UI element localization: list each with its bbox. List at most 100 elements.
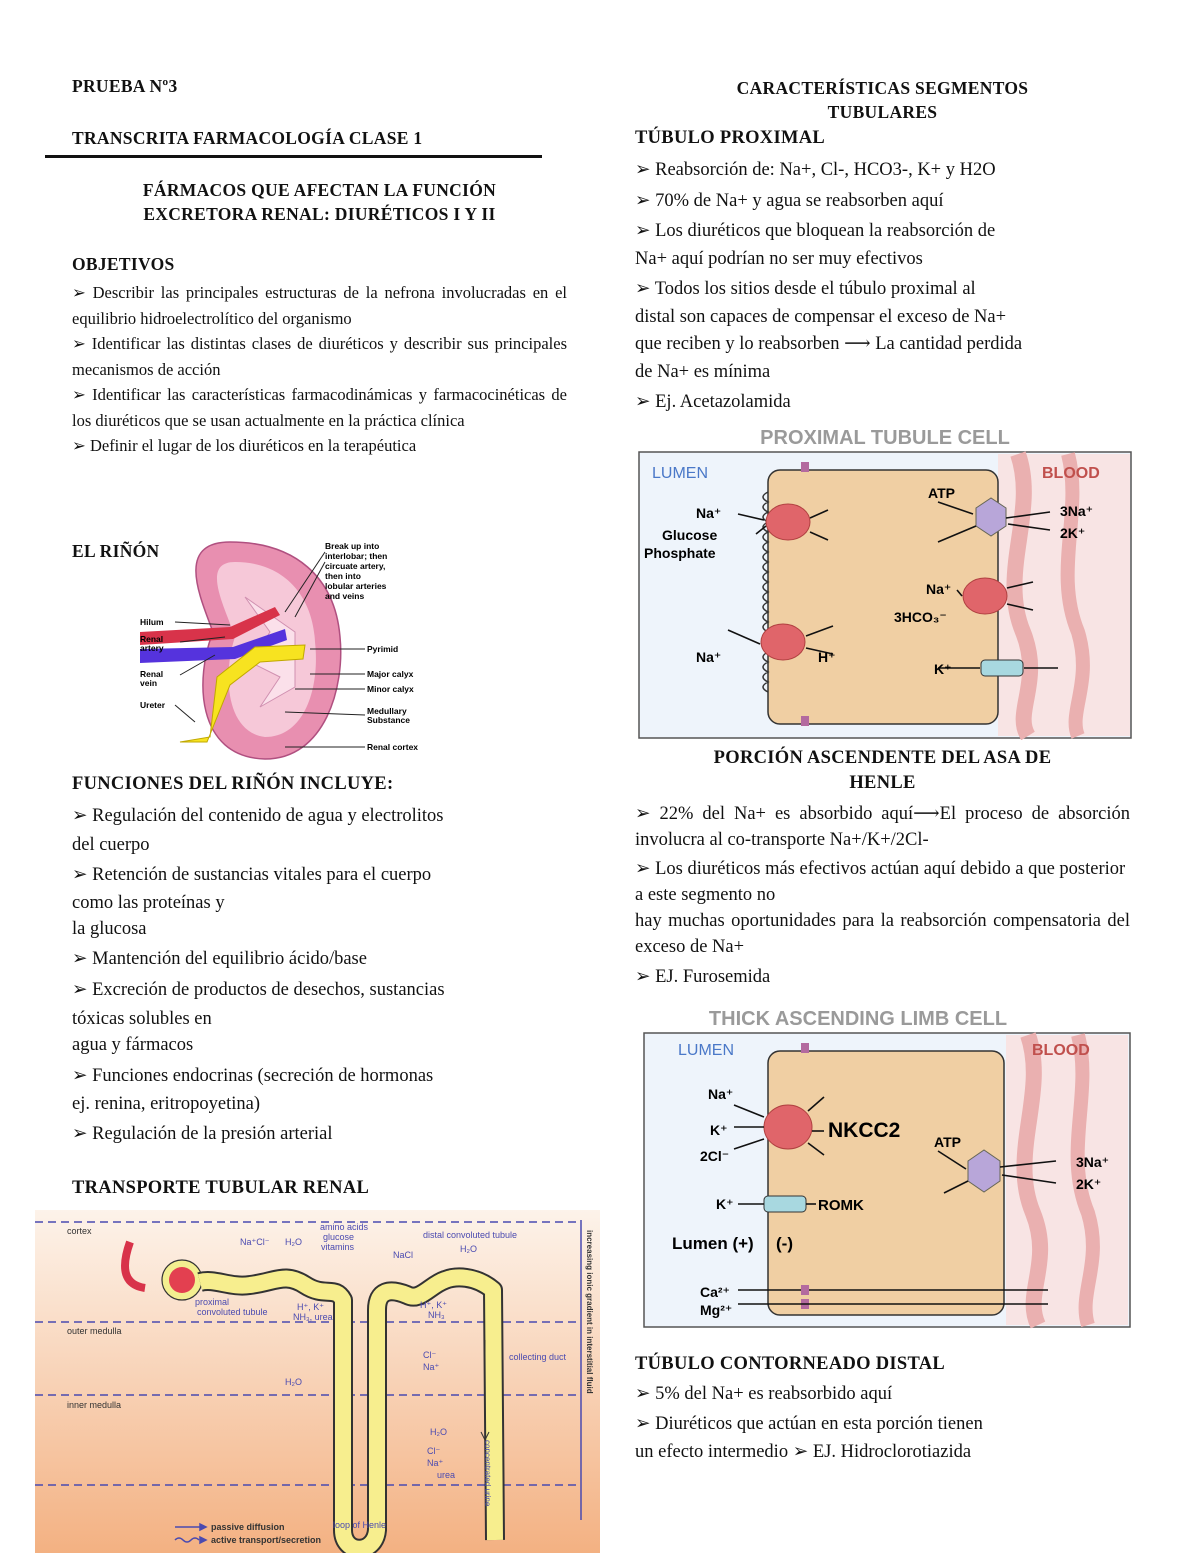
fig2-lumen-plus: Lumen (+)	[672, 1234, 754, 1253]
objectives-list: ➢ Describir las principales estructuras …	[72, 280, 567, 459]
fig1-na-3: Na⁺	[926, 581, 951, 597]
fig2-2k: 2K⁺	[1076, 1176, 1101, 1192]
functions-heading: FUNCIONES DEL RIÑÓN INCLUYE:	[72, 774, 394, 794]
label-urea: urea	[437, 1470, 455, 1480]
header-divider	[45, 155, 542, 158]
fig2-title: THICK ASCENDING LIMB CELL	[709, 1008, 1007, 1030]
fig1-blood: BLOOD	[1042, 465, 1100, 482]
proximal-line: ➢ 70% de Na+ y agua se reabsorben aquí	[635, 190, 944, 211]
transcription-title: TRANSCRITA FARMACOLOGÍA CLASE 1	[72, 128, 423, 148]
proximal-heading: TÚBULO PROXIMAL	[635, 128, 826, 148]
label-nh3: NH₃	[428, 1310, 445, 1320]
distal-line: ➢ Diuréticos que actúan en esta porción …	[635, 1414, 983, 1434]
function-line: ➢ Funciones endocrinas (secreción de hor…	[72, 1065, 434, 1086]
fig2-na: Na⁺	[708, 1086, 733, 1102]
fig2-atp: ATP	[934, 1134, 961, 1150]
fig2-nkcc2: NKCC2	[828, 1119, 900, 1142]
distal-list: ➢ 5% del Na+ es reabsorbido aquí ➢ Diuré…	[635, 1381, 1130, 1465]
function-line: ➢ Regulación del contenido de agua y ele…	[72, 806, 444, 826]
kidney-label-major-calyx: Major calyx	[367, 669, 414, 679]
kidney-label-hilum: Hilum	[140, 617, 164, 627]
fig1-na-1: Na⁺	[696, 505, 721, 521]
label-proximal: proximal	[195, 1297, 229, 1307]
fig1-2k: 2K⁺	[1060, 525, 1085, 541]
legend-passive-diffusion: passive diffusion	[211, 1522, 285, 1532]
henle-item: ➢ Los diuréticos más efectivos actúan aq…	[635, 859, 1126, 905]
label-collecting-duct: collecting duct	[509, 1352, 567, 1362]
zone-inner-medulla: inner medulla	[67, 1400, 121, 1410]
document-title-line2: EXCRETORA RENAL: DIURÉTICOS I Y II	[143, 204, 496, 224]
legend-active-transport: active transport/secretion	[211, 1535, 321, 1545]
function-line: ➢ Excreción de productos de desechos, su…	[72, 980, 445, 1000]
fig1-atp: ATP	[928, 485, 955, 501]
kidney-heading: EL RIÑÓN	[72, 541, 160, 561]
henle-item: ➢ EJ. Furosemida	[635, 967, 771, 987]
distal-line: un efecto intermedio ➢ EJ. Hidroclorotia…	[635, 1442, 972, 1462]
fig2-blood: BLOOD	[1032, 1042, 1090, 1059]
kidney-label-minor-calyx: Minor calyx	[367, 684, 414, 694]
label-loop-henle: loop of Henle	[333, 1520, 386, 1530]
label-convoluted-tubule: convoluted tubule	[197, 1307, 268, 1317]
proximal-line: de Na+ es mínima	[635, 361, 771, 382]
fig2-3na: 3Na⁺	[1076, 1154, 1109, 1170]
proximal-line: que reciben y lo reabsorben ⟶ La cantida…	[635, 334, 1023, 354]
label-concentrated-urine: concentrated urine	[483, 1440, 492, 1507]
henle-item: hay muchas oportunidades para la reabsor…	[635, 911, 1130, 957]
function-line: ➢ Retención de sustancias vitales para e…	[72, 864, 432, 885]
fig2-k: K⁺	[710, 1122, 728, 1138]
function-line: tóxicas solubles en	[72, 1008, 212, 1029]
segments-heading: CARACTERÍSTICAS SEGMENTOS TUBULARES	[635, 76, 1130, 124]
objective-item: ➢ Identificar las distintas clases de di…	[72, 334, 567, 379]
fig2-romk: ROMK	[818, 1197, 864, 1214]
label-nacl: NaCl	[393, 1250, 413, 1260]
fig1-phosphate: Phosphate	[644, 545, 716, 561]
henle-heading-line1: PORCIÓN ASCENDENTE DEL ASA DE	[713, 748, 1052, 768]
function-line: como las proteínas y	[72, 893, 225, 913]
fig2-k-romk: K⁺	[716, 1196, 734, 1212]
fig2-mg: Mg²⁺	[700, 1302, 732, 1318]
segments-heading-line1: CARACTERÍSTICAS SEGMENTOS	[736, 78, 1029, 98]
proximal-line: ➢ Todos los sitios desde el túbulo proxi…	[635, 279, 976, 299]
fig2-2cl: 2Cl⁻	[700, 1148, 729, 1164]
functions-list: ➢ Regulación del contenido de agua y ele…	[72, 803, 567, 1147]
fig1-hco3: 3HCO₃⁻	[894, 609, 947, 625]
proximal-tubule-cell-diagram: PROXIMAL TUBULE CELL LUMEN BLOOD Na⁺ Glu…	[638, 427, 1132, 740]
henle-heading: PORCIÓN ASCENDENTE DEL ASA DE HENLE	[635, 746, 1130, 796]
label-amino-acids: amino acids	[320, 1222, 369, 1232]
function-line: ➢ Mantención del equilibrio ácido/base	[72, 949, 367, 969]
distal-heading: TÚBULO CONTORNEADO DISTAL	[635, 1354, 946, 1374]
henle-list: ➢ 22% del Na+ es absorbido aquí⟶El proce…	[635, 801, 1130, 990]
kidney-label-pyrimid: Pyrimid	[367, 644, 398, 654]
label-h2o-collect: H₂O	[430, 1427, 447, 1437]
label-vitamins: vitamins	[321, 1242, 355, 1252]
proximal-line: distal son capaces de compensar el exces…	[635, 306, 1007, 327]
label-ionic-gradient: increasing ionic gradient in interstitia…	[585, 1230, 594, 1394]
fig1-lumen: LUMEN	[652, 465, 708, 482]
proximal-line: Na+ aquí podrían no ser muy efectivos	[635, 248, 923, 269]
test-number: PRUEBA Nº3	[72, 76, 178, 96]
kidney-label-renal-cortex: Renal cortex	[367, 742, 418, 752]
transport-heading: TRANSPORTE TUBULAR RENAL	[72, 1178, 370, 1198]
fig1-h: H⁺	[818, 649, 836, 665]
label-h-k-upper: H⁺, K⁺	[297, 1302, 324, 1312]
label-na-1: Na⁺	[423, 1362, 440, 1372]
label-h2o-distal: H₂O	[460, 1244, 477, 1254]
document-title: FÁRMACOS QUE AFECTAN LA FUNCIÓN EXCRETOR…	[72, 178, 567, 226]
objectives-heading: OBJETIVOS	[72, 254, 175, 274]
label-glucose: glucose	[323, 1232, 354, 1242]
function-line: agua y fármacos	[72, 1034, 194, 1055]
fig2-minus: (-)	[776, 1234, 793, 1253]
henle-item: ➢ 22% del Na+ es absorbido aquí⟶El proce…	[635, 804, 1130, 850]
nephron-transport-diagram: cortex outer medulla inner medulla proxi…	[35, 1210, 600, 1553]
label-h2o-top: H₂O	[285, 1237, 302, 1247]
fig2-lumen: LUMEN	[678, 1042, 734, 1059]
henle-heading-line2: HENLE	[849, 773, 916, 793]
label-h2o-loop: H₂O	[285, 1377, 302, 1387]
kidney-label-ureter: Ureter	[140, 700, 166, 710]
function-line: ej. renina, eritropoyetina)	[72, 1094, 260, 1114]
proximal-line: ➢ Ej. Acetazolamida	[635, 392, 791, 412]
objective-item: ➢ Identificar las características farmac…	[72, 385, 567, 430]
